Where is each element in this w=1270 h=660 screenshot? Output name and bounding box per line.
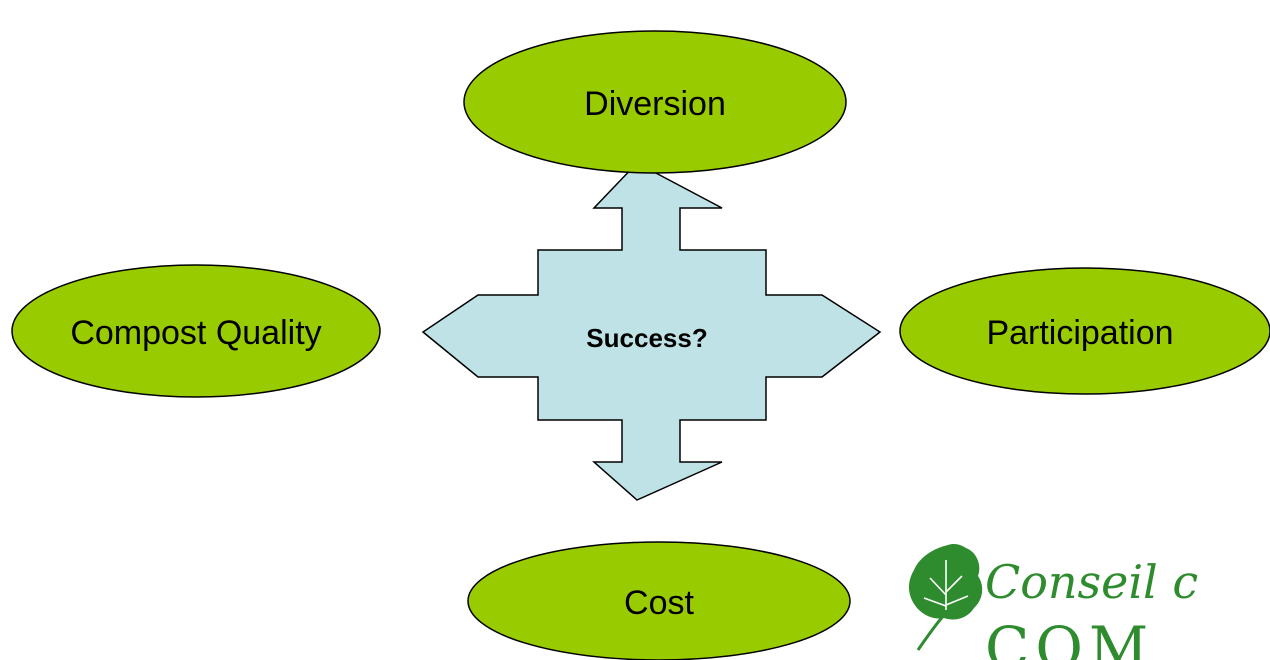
node-compost-quality-label: Compost Quality — [70, 314, 321, 352]
node-participation-label: Participation — [986, 314, 1173, 352]
leaf-icon — [908, 544, 983, 651]
node-diversion-label: Diversion — [584, 85, 726, 123]
node-diversion-oval[interactable] — [463, 30, 847, 174]
logo: Conseil c COM — [908, 544, 1198, 660]
node-participation-oval[interactable] — [899, 267, 1270, 395]
four-way-arrow — [421, 162, 882, 501]
node-compost-quality-oval[interactable] — [11, 264, 381, 398]
center-label: Success? — [586, 323, 707, 353]
node-cost-oval[interactable] — [467, 541, 851, 660]
logo-partial-text: COM — [985, 614, 1154, 660]
logo-text: Conseil c — [985, 555, 1198, 609]
node-cost-label: Cost — [624, 584, 694, 622]
